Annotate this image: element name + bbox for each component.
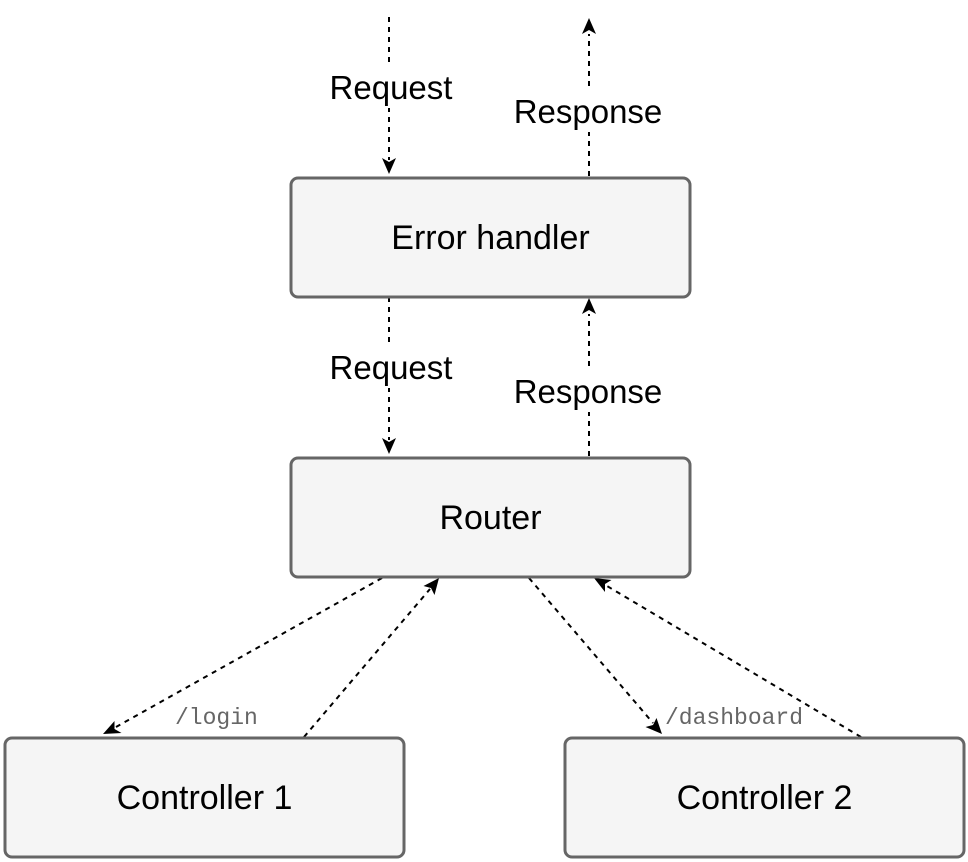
response-out-label-bg — [502, 90, 674, 132]
controller1-to-router-edge — [303, 588, 431, 738]
router-to-controller1-edge — [115, 577, 383, 728]
edge-labels: Request Response Request Response /login… — [175, 66, 803, 731]
response-out-arrowhead — [582, 18, 596, 34]
login-route-label: /login — [175, 705, 258, 731]
router-to-controller2-arrowhead — [645, 718, 662, 734]
request-in-label-bg — [320, 66, 460, 108]
router-to-controller1-arrowhead — [103, 721, 122, 734]
router-to-controller2-edge — [528, 577, 654, 724]
router-node: Router — [289, 456, 692, 579]
controller-1-node: Controller 1 — [3, 736, 406, 859]
controller2-to-router-arrowhead — [594, 578, 612, 592]
response-from-router-arrowhead — [582, 298, 596, 314]
router-label: Router — [439, 499, 541, 537]
dashboard-route-label: /dashboard — [665, 705, 803, 731]
response-out-label: Response — [514, 93, 663, 130]
controller-1-label: Controller 1 — [117, 779, 293, 817]
edges — [103, 17, 862, 738]
request-in-label: Request — [330, 69, 453, 106]
controller-2-label: Controller 2 — [677, 779, 853, 817]
controller1-to-router-arrowhead — [423, 578, 439, 595]
request-to-router-label-bg — [320, 346, 460, 388]
request-to-router-arrowhead — [382, 438, 396, 454]
error-handler-label: Error handler — [391, 219, 589, 257]
response-from-router-label-bg — [502, 370, 674, 412]
response-from-router-label: Response — [514, 373, 663, 410]
controller-2-node: Controller 2 — [563, 736, 966, 859]
error-handler-node: Error handler — [289, 176, 692, 299]
request-to-router-label: Request — [330, 349, 453, 386]
request-in-arrowhead — [382, 158, 396, 174]
